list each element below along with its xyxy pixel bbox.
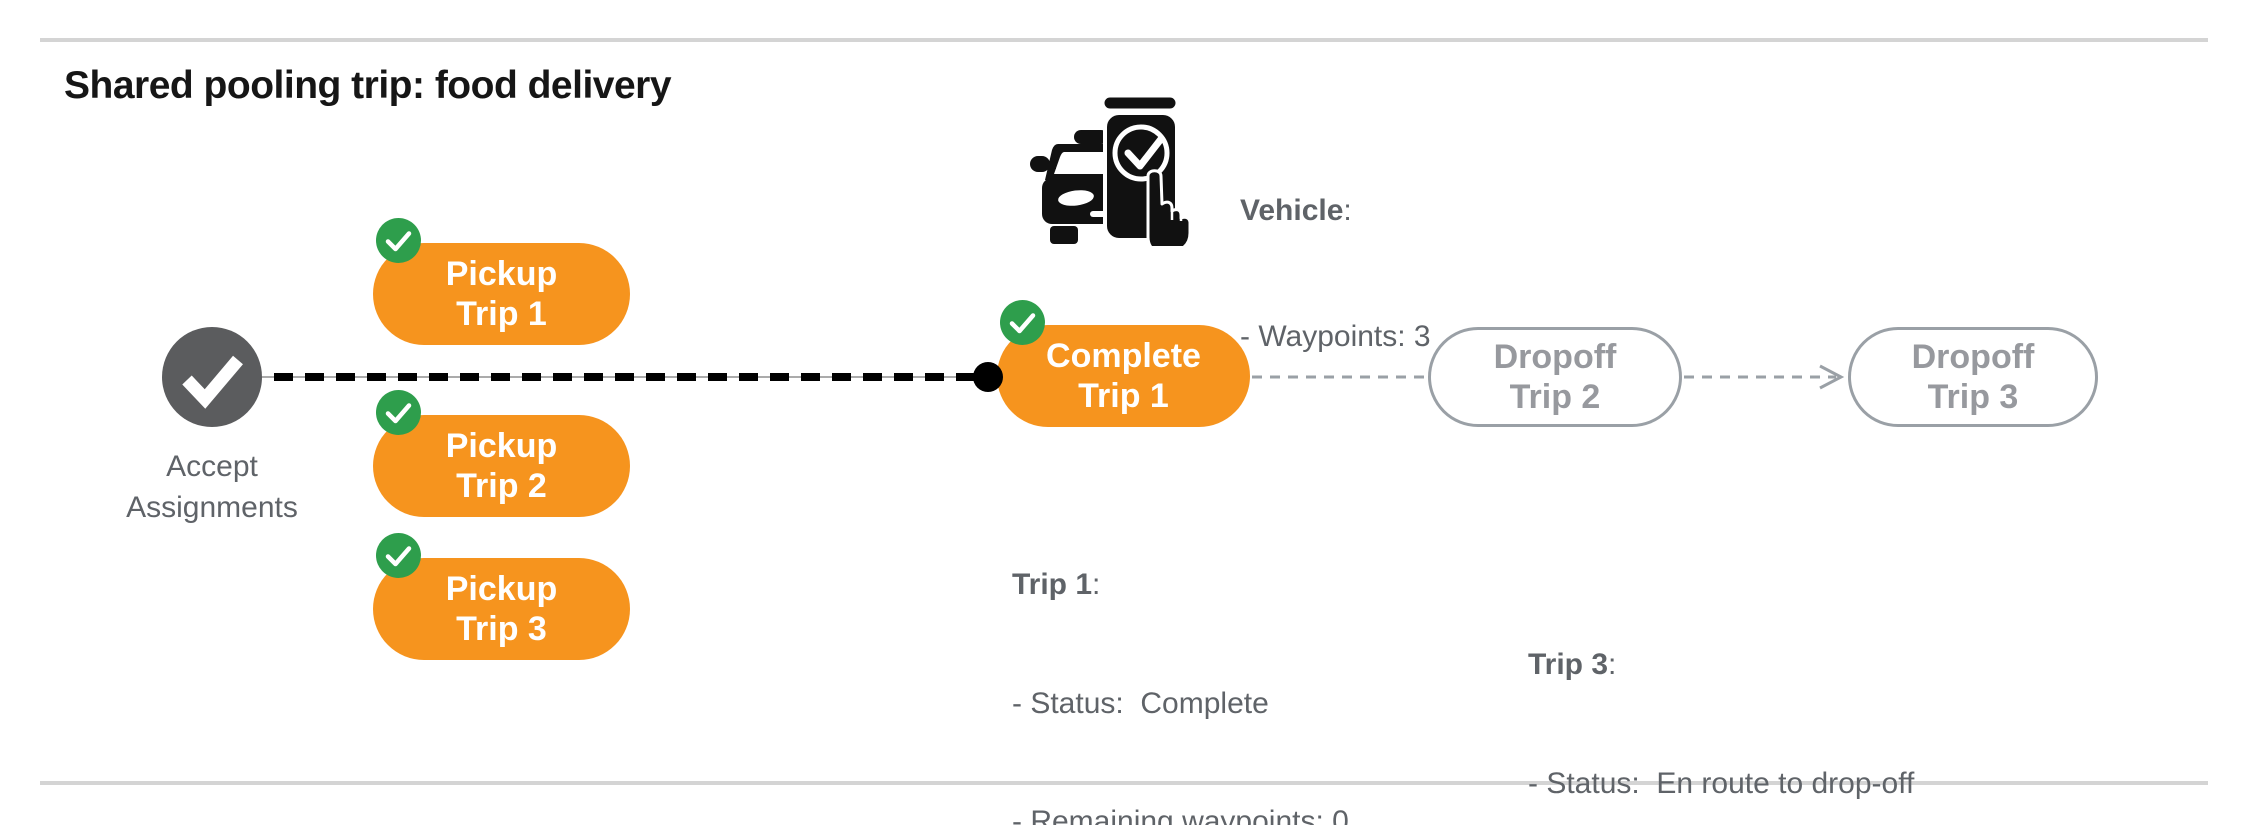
current-waypoint-dot	[973, 362, 1003, 392]
check-badge-icon	[1000, 300, 1045, 345]
trip-3-label: Trip 3	[1528, 648, 1609, 681]
trip-1-heading: Trip 1:	[1012, 568, 1101, 601]
dropoff-trip-2-line1: Dropoff	[1493, 338, 1617, 376]
pickup-trip-3-node: Pickup Trip 3	[373, 558, 630, 660]
vehicle-waypoints-line: - Waypoints: 3	[1240, 320, 1431, 353]
check-icon	[182, 355, 243, 409]
accept-label-line2: Assignments	[126, 491, 298, 524]
pickup-trip-2-line2: Trip 2	[456, 467, 547, 505]
page-title: Shared pooling trip: food delivery	[64, 64, 672, 107]
trip-3-heading: Trip 3:	[1528, 648, 1617, 681]
trip-1-label: Trip 1	[1012, 568, 1093, 601]
accept-label-line1: Accept	[166, 450, 258, 483]
check-badge-icon	[376, 533, 421, 578]
vehicle-caption: Vehicle: - Waypoints: 3	[1240, 106, 1431, 442]
check-badge-icon	[376, 390, 421, 435]
arrowhead-icon	[1819, 364, 1845, 390]
car-phone-check-icon	[1030, 94, 1190, 246]
complete-trip-1-line2: Trip 1	[1078, 377, 1169, 415]
trip-details-block-1: Trip 1: - Status: Complete - Remaining w…	[1012, 486, 1398, 825]
trip-3-status: - Status: En route to drop-off	[1528, 766, 1915, 800]
vehicle-label: Vehicle	[1240, 194, 1344, 227]
top-divider	[40, 38, 2208, 42]
pickup-trip-1-node: Pickup Trip 1	[373, 243, 630, 345]
vehicle-label-colon: :	[1343, 194, 1352, 227]
pickup-trip-3-line2: Trip 3	[456, 610, 547, 648]
complete-trip-1-node: Complete Trip 1	[997, 325, 1250, 427]
vehicle-label-line: Vehicle:	[1240, 190, 1431, 232]
complete-trip-1-line1: Complete	[1046, 337, 1201, 375]
hand-shape	[1146, 169, 1190, 246]
pickup-trip-2-node: Pickup Trip 2	[373, 415, 630, 517]
trip-1-waypoints: - Remaining waypoints: 0	[1012, 805, 1349, 825]
dropoff-trip-3-line1: Dropoff	[1911, 338, 2035, 376]
pickup-trip-1-line1: Pickup	[445, 255, 558, 293]
pickup-trip-1-line2: Trip 1	[456, 295, 547, 333]
dropoff-trip-2-line2: Trip 2	[1509, 378, 1601, 416]
dropoff-trip-3-line2: Trip 3	[1927, 378, 2019, 416]
bottom-divider	[40, 781, 2208, 785]
trip-details-block-2: Trip 3: - Status: En route to drop-off -…	[1528, 566, 1914, 825]
dropoff-trip-2-node: Dropoff Trip 2	[1428, 327, 1682, 427]
trip-1-status: - Status: Complete	[1012, 686, 1269, 720]
dropoff-trip-3-node: Dropoff Trip 3	[1848, 327, 2098, 427]
accept-assignments-node	[162, 327, 262, 427]
check-badge-icon	[376, 218, 421, 263]
pickup-trip-3-line1: Pickup	[445, 570, 558, 608]
accept-assignments-label: Accept Assignments	[52, 446, 372, 528]
pickup-trip-2-line1: Pickup	[445, 427, 558, 465]
